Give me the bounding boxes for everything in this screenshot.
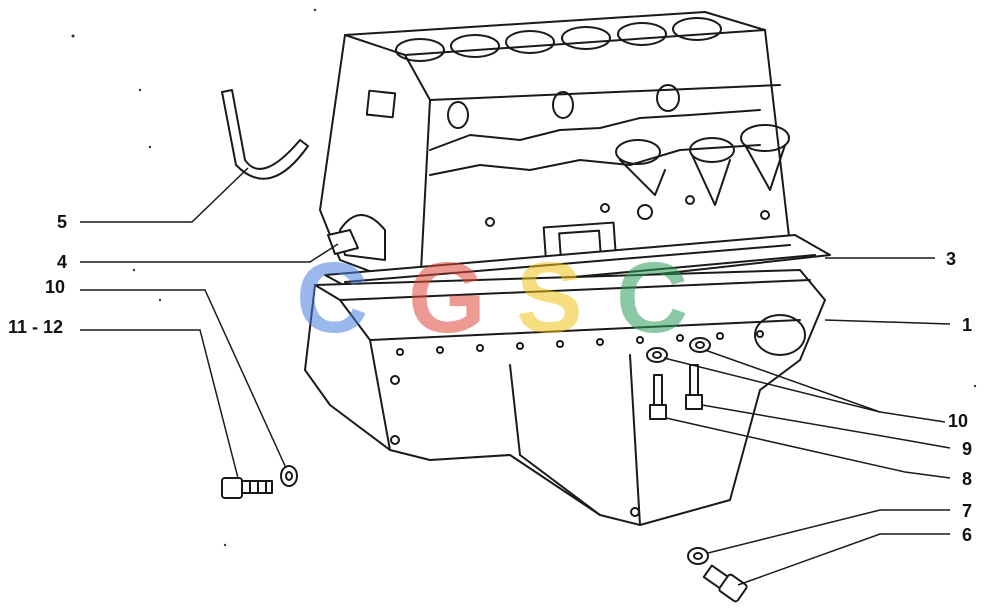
rear-seal-strip <box>221 89 309 180</box>
callout-8: 8 <box>962 469 973 489</box>
callout-7: 7 <box>962 501 973 521</box>
washer-left <box>280 465 298 487</box>
print-specks <box>71 8 977 547</box>
callout-9: 9 <box>962 439 973 459</box>
drain-washer-7 <box>687 547 709 565</box>
bolt-11-12 <box>221 477 273 499</box>
leader-lines <box>80 167 951 586</box>
callout-6: 6 <box>962 525 973 545</box>
callout-10-right: 10 <box>948 411 969 431</box>
callout-1: 1 <box>962 315 973 335</box>
callout-10-left: 10 <box>45 277 66 297</box>
callout-5: 5 <box>57 212 68 232</box>
callout-4: 4 <box>57 252 68 272</box>
watermark-letter-3: S <box>516 242 583 354</box>
watermark-letter-2: G <box>408 242 486 354</box>
watermark-letter-4: C <box>616 242 689 354</box>
watermark-letter-1: C <box>296 242 369 354</box>
oil-pan <box>304 269 826 526</box>
bolt-8 <box>649 374 667 420</box>
washer-right-1 <box>646 347 668 363</box>
pan-bolt-holes <box>396 330 764 356</box>
cylinder-bores <box>395 17 722 62</box>
engine-block <box>319 11 791 291</box>
washer-right-2 <box>689 337 711 353</box>
callout-3: 3 <box>946 249 957 269</box>
callout-11-12: 11 - 12 <box>8 317 64 337</box>
drain-plug-6 <box>702 564 748 603</box>
bolt-9 <box>685 364 703 410</box>
